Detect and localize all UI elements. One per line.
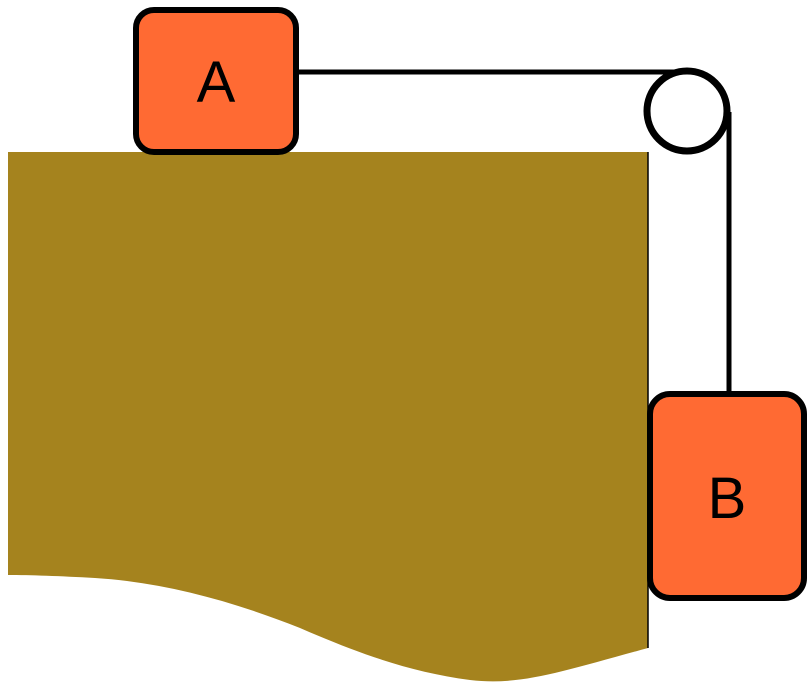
block-b-body [647, 391, 807, 601]
block-b: B [647, 391, 807, 601]
pulley-icon [643, 67, 731, 155]
block-a-label: A [197, 50, 236, 115]
block-a-body [133, 7, 299, 155]
block-b-label: B [708, 466, 747, 531]
table-surface [8, 152, 648, 682]
block-a: A [133, 7, 299, 155]
